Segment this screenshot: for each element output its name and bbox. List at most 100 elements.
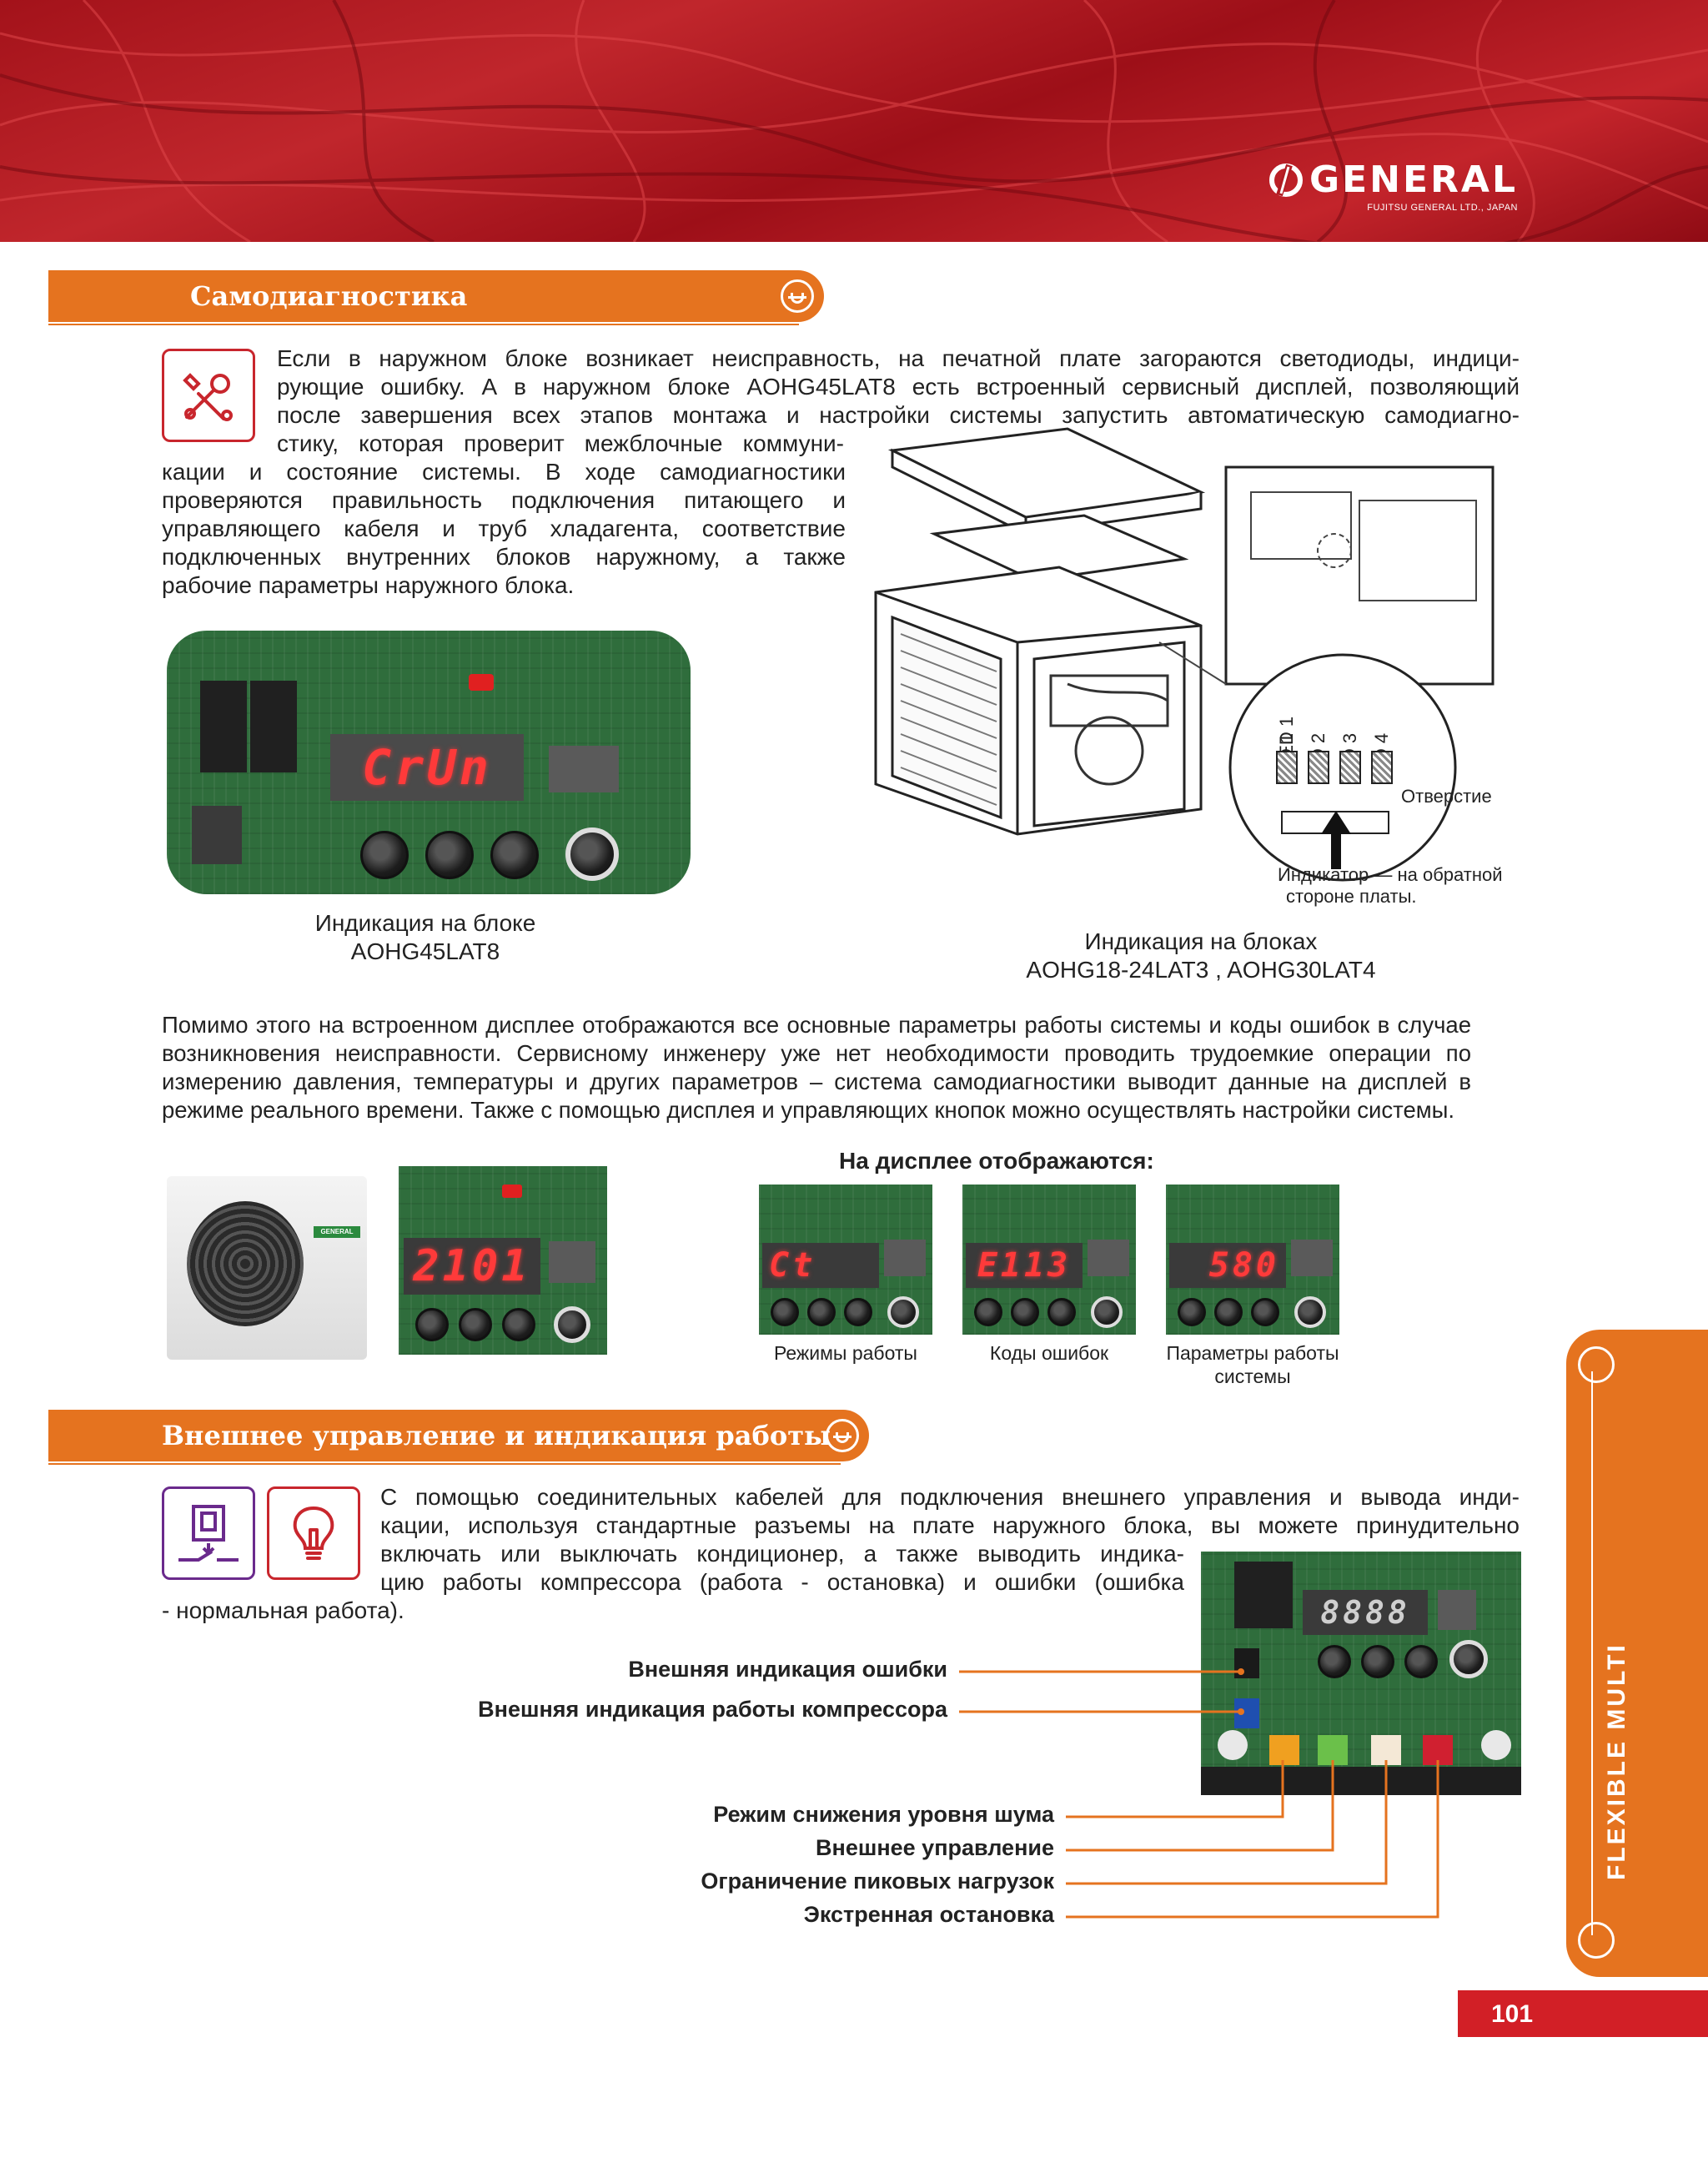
button-knob [1214,1298,1243,1326]
led-row [1276,751,1401,792]
button-knob [360,831,409,879]
display-caption-params: Параметры работы системы [1166,1342,1339,1387]
button-knob [771,1298,799,1326]
section-title: Внешнее управление и индикация работы [162,1420,831,1451]
dip-switch [1291,1240,1333,1276]
selfdiag-body: Помимо этого на встроенном дисплее отобр… [162,1012,1471,1123]
label-ext-control: Внешнее управление [816,1835,1054,1860]
ext-intro-end: - нормальная работа). [162,1597,404,1623]
section-title: Самодиагностика [190,280,468,312]
page-number-tag: 101 [1458,1990,1708,2037]
arrow-up-icon [1321,811,1351,869]
indicator-label-line1: Индикатор — на обратной [1278,864,1503,885]
display-heading: На дисплее отображаются: [839,1148,1154,1174]
side-tab-flexible-multi: FLEXIBLE MULTI [1566,1330,1708,1977]
display-sample-errors: E113 [962,1185,1136,1335]
big-service-display: 2101 [404,1238,540,1295]
label-ext-compressor-indication: Внешняя индикация работы компрессора [478,1697,947,1722]
red-led [502,1185,522,1198]
label-noise-reduction: Режим снижения уровня шума [713,1802,1054,1827]
brand-subtitle: FUJITSU GENERAL LTD., JAPAN [1367,203,1518,213]
dip-switch [884,1240,926,1276]
caption-right-line1: Индикация на блоках [1084,928,1318,954]
pcb-photo-big-display: 2101 [399,1166,607,1355]
dip-switch [549,1241,595,1283]
brand-name: GENERAL [1309,158,1518,201]
button-knob [1091,1296,1123,1328]
hole-label: Отверстие [1401,786,1492,807]
display-sample-modes: Ct [759,1185,932,1335]
led-square [1371,751,1393,784]
label-peak-limit: Ограничение пиковых нагрузок [701,1869,1054,1894]
indicator-label-line2: стороне платы. [1286,886,1417,907]
button-knob [1404,1645,1438,1678]
label-emergency-stop: Экстренная остановка [803,1902,1054,1927]
selfdiag-intro-continuation: кации и состояние системы. В ходе самоди… [162,459,846,598]
connector-orange [1269,1735,1299,1765]
button-knob [1449,1640,1488,1678]
brand-logo: GENERAL FUJITSU GENERAL LTD., JAPAN [1268,158,1518,213]
led-square [1339,751,1361,784]
capacitor [1481,1730,1511,1760]
side-tab-label: FLEXIBLE MULTI [1603,1642,1630,1880]
control-board-photo: 8888 [1201,1552,1521,1795]
ext-intro-line-2: кации, используя стандартные разъемы на … [380,1512,1520,1538]
button-knob [1178,1298,1206,1326]
button-knob [1294,1296,1326,1328]
button-knob [425,831,474,879]
display-sample-params: 580 [1166,1185,1339,1335]
relay [250,681,297,772]
side-tab-line [1591,1371,1593,1935]
section-underline [48,1463,841,1465]
button-knob [844,1298,872,1326]
label-ext-error-indication: Внешняя индикация ошибки [628,1657,947,1682]
board-display: 8888 [1303,1590,1428,1635]
connector [192,806,242,864]
switch-icon [178,1505,239,1562]
caption-left-line2: AOHG45LAT8 [350,938,500,964]
button-knob [459,1308,492,1341]
side-tab-circle-top [1578,1346,1615,1383]
display-caption-modes: Режимы работы [774,1342,917,1364]
led-square [1308,751,1329,784]
lightbulb-icon [293,1506,334,1560]
display-code-modes: Ct [762,1243,879,1288]
header-banner: GENERAL FUJITSU GENERAL LTD., JAPAN [0,0,1708,242]
button-knob [1011,1298,1039,1326]
tools-icon-box [162,349,255,442]
selfdiag-intro-line-3: после завершения всех этапов монтажа и н… [277,402,1520,428]
page-number: 101 [1490,2000,1534,2028]
red-led [469,674,494,691]
board-footer-dark [1201,1767,1521,1795]
relay [200,681,247,772]
caption-right-line2: AOHG18-24LAT3 , AOHG30LAT4 [1026,957,1376,983]
service-display: CrUn [330,734,524,801]
display-code-errors: E113 [966,1243,1083,1288]
dip-switch [549,746,619,792]
general-logo-icon [1268,163,1303,197]
capacitor [1218,1730,1248,1760]
section-icon [826,1419,859,1452]
relay [1234,1562,1293,1628]
pcb-photo-aohg45: CrUn [167,631,691,894]
outdoor-unit-photo: GENERAL [167,1176,367,1360]
selfdiag-intro-line-2: рующие ошибку. А в наружном блоке AOHG45… [277,374,1520,400]
ext-intro-line-1: С помощью соединительных кабелей для под… [380,1484,1520,1510]
button-knob [490,831,539,879]
dip-switch [1088,1240,1129,1276]
banner-texture [0,0,1708,242]
side-tab-circle-bottom [1578,1922,1615,1959]
button-knob [1251,1298,1279,1326]
selfdiag-intro-line-4: стику, которая проверит межблочные комму… [277,430,844,456]
tools-icon [183,373,233,421]
lamp-icon-box [267,1486,360,1580]
selfdiag-intro-line-1: Если в наружном блоке возникает неисправ… [277,345,1520,371]
led-square [1276,751,1298,784]
button-knob [887,1296,919,1328]
caption-left-line1: Индикация на блоке [314,910,536,936]
button-knob [807,1298,836,1326]
button-knob [1047,1298,1076,1326]
button-knob [502,1308,535,1341]
section-underline [48,324,799,325]
